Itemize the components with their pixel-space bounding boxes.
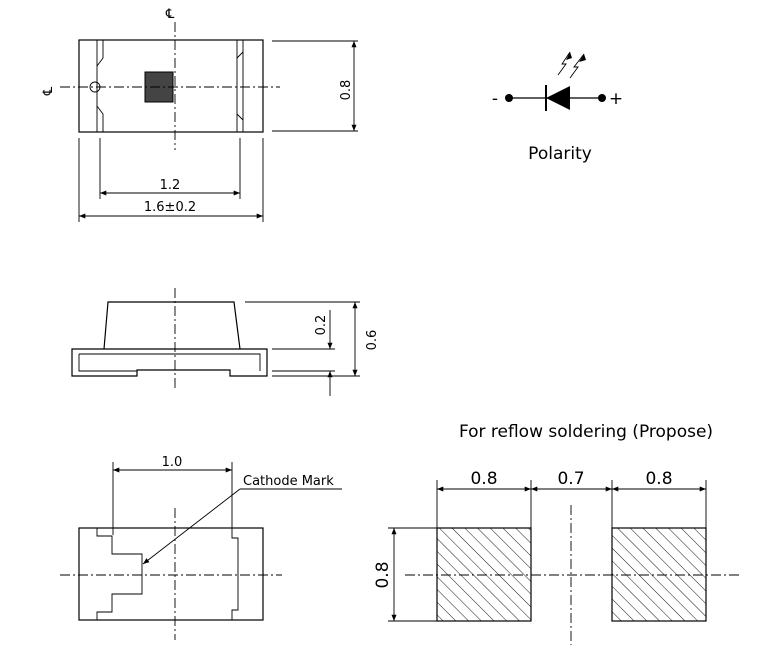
light-arrow-1: [557, 51, 571, 76]
anode-terminal-dot: [598, 94, 606, 102]
reflow-footprint: For reflow soldering (Propose) 0.8 0.7 0…: [373, 422, 742, 645]
top-height-dim-label: 0.8: [339, 80, 354, 101]
side-view-base-inner-left: [78, 354, 137, 372]
polarity-symbol: - + Polarity: [492, 51, 623, 164]
side-view-base-inner-right: [79, 353, 261, 371]
centerline-mark-left: ℄: [41, 86, 56, 96]
top-view: ℄ ℄ 0.8 1.2 1.6±0.2: [41, 7, 358, 222]
inner-width-dim-label: 1.2: [160, 178, 181, 193]
light-arrow-2: [569, 53, 585, 79]
polarity-label: Polarity: [528, 144, 592, 164]
light-arrowhead-2: [579, 54, 586, 62]
side-view-base-outer: [71, 348, 268, 377]
total-width-dim-label: 1.6±0.2: [144, 200, 196, 215]
footprint-pad-left: [436, 527, 532, 622]
diode-triangle-icon: [546, 86, 570, 110]
top-view-hole: [89, 81, 101, 93]
light-arrowhead-1: [566, 52, 572, 60]
side-height-dim-label: 0.6: [365, 330, 380, 351]
top-left-band-notch-top: [96, 39, 104, 67]
bottom-view: 1.0 Cathode Mark: [60, 455, 342, 640]
top-right-band-mark-top: [236, 51, 244, 59]
side-pad-dim-label: 0.2: [314, 315, 329, 336]
fp-pad-right-dim-label: 0.8: [645, 469, 672, 489]
fp-gap-dim-label: 0.7: [557, 469, 584, 489]
top-view-body: [78, 39, 264, 133]
fp-pad-left-dim-label: 0.8: [470, 469, 497, 489]
footprint-pad-right: [611, 527, 707, 622]
top-left-band-notch-bottom: [96, 105, 104, 132]
bottom-view-body: [78, 527, 264, 621]
cathode-leader-arrow: [142, 488, 241, 565]
bottom-right-pad-edge: [231, 528, 239, 620]
cathode-mark-label: Cathode Mark: [243, 474, 334, 489]
side-view: 0.2 0.6: [71, 288, 380, 396]
centerline-mark-top: ℄: [165, 7, 175, 22]
polarity-minus: -: [492, 89, 498, 109]
cathode-mark-shape: [96, 528, 143, 620]
fp-height-dim-label: 0.8: [373, 561, 393, 588]
top-right-band-mark-bottom: [236, 113, 244, 121]
polarity-plus: +: [609, 89, 623, 109]
bottom-width-dim-label: 1.0: [162, 455, 183, 470]
side-view-dome: [103, 301, 241, 350]
footprint-title: For reflow soldering (Propose): [459, 422, 713, 442]
